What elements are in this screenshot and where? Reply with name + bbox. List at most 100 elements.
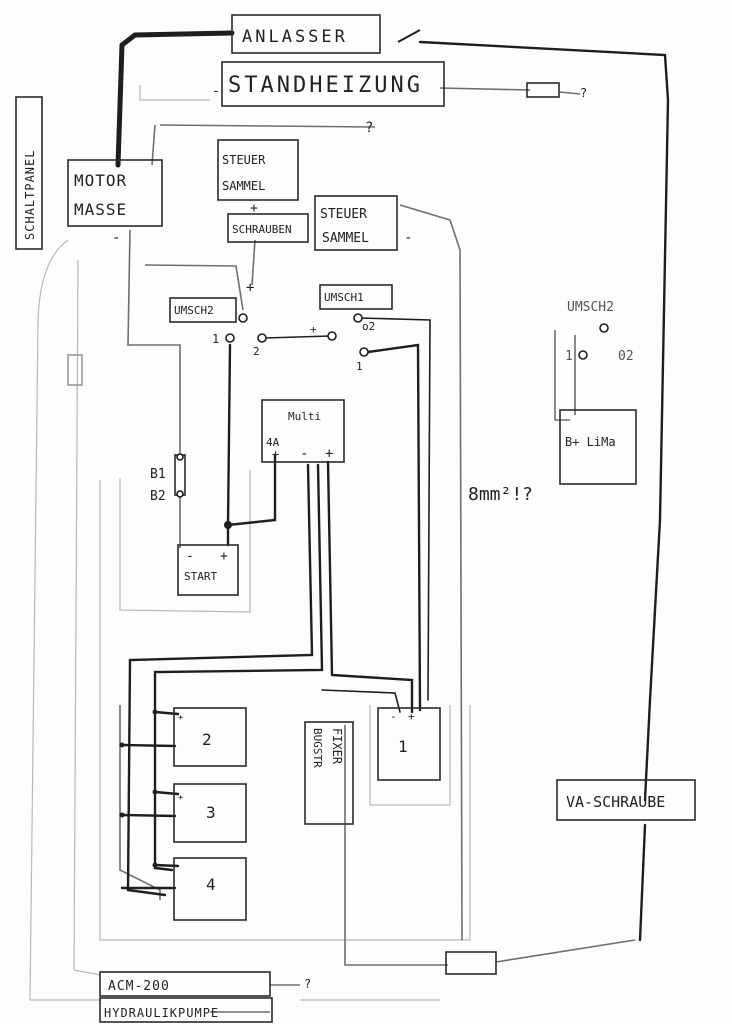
multi-4a-label: 4A [266, 436, 280, 449]
motor-label: MOTOR [74, 171, 127, 190]
b-lima-box [559, 409, 637, 485]
wire-fixer-to-fuse [344, 725, 448, 966]
wire-motor-masse-to-anlasser [115, 30, 235, 168]
plus-sign: + [178, 713, 184, 723]
umsch2-box [169, 297, 237, 323]
umsch2-contact-2-label: 2 [253, 345, 260, 358]
wire-right-frame-bottom [638, 823, 647, 942]
motor-masse-box [67, 159, 163, 227]
battery-1-label: 1 [398, 737, 408, 756]
wire-umsch1-to-battery-1 [366, 343, 422, 712]
anlasser-switch [397, 29, 421, 43]
hydraulik-label: HYDRAULIKPUMPE [104, 1006, 219, 1020]
plus-sign: + [408, 710, 415, 723]
wire-umsch1-upper [359, 317, 431, 701]
anlasser-box [231, 14, 381, 54]
plus-sign: + [246, 280, 254, 296]
faint-pencil-wires [29, 85, 471, 1001]
minus-sign: - [300, 446, 308, 462]
plus-sign: + [325, 446, 333, 462]
b2-label: B2 [150, 489, 166, 504]
wire-switch-bridge [264, 335, 331, 339]
wire-multi-to-battery-1 [326, 460, 414, 714]
wire-question-top [159, 124, 376, 128]
wire-umsch2-right-frame [554, 330, 570, 421]
faint-left-inner-wire [73, 259, 101, 976]
umsch2-contact-1-label: 1 [212, 332, 219, 346]
wire-multi-to-bank [126, 463, 314, 897]
start-label: START [184, 570, 217, 583]
anlasser-label: ANLASSER [242, 27, 348, 47]
wire-steuer-right-loop [399, 204, 463, 941]
minus-sign: - [212, 84, 220, 99]
wire-fixer-to-battery-1 [321, 689, 401, 713]
faint-start-battery-box [119, 470, 251, 613]
umsch2-label: UMSCH2 [174, 304, 214, 317]
faint-battery-1-box [369, 705, 451, 806]
wire-question-down [151, 124, 156, 166]
umsch2-right-common-contact [599, 323, 609, 333]
question-mark-fuse: ? [580, 86, 587, 100]
bottom-fuse [445, 951, 497, 975]
junction-dot [152, 862, 158, 868]
minus-sign: - [186, 549, 194, 564]
steuer-right-label: STEUER [320, 207, 367, 222]
b1-terminal [176, 453, 184, 461]
umsch2-common-contact [238, 313, 248, 323]
umsch1-box [319, 284, 393, 310]
va-schraube-box [556, 779, 696, 821]
plus-sign: + [178, 793, 184, 803]
battery-4-label: 4 [206, 875, 216, 894]
switch-contacts [176, 313, 609, 498]
umsch1-contact-1 [359, 347, 369, 357]
acm-label: ACM-200 [108, 979, 170, 994]
minus-sign: - [390, 710, 397, 723]
minus-sign: - [404, 230, 412, 246]
steuer-sammel-top-box [217, 139, 299, 201]
wire-fuse-to-frame [495, 939, 636, 963]
plus-sign: + [250, 201, 258, 216]
standheizung-label: STANDHEIZUNG [228, 73, 423, 98]
umsch2-right-02-label: 02 [618, 349, 634, 364]
bugstr-label: BUGSTR [311, 728, 324, 768]
battery-2-label: 2 [202, 730, 212, 749]
b1-label: B1 [150, 467, 166, 482]
umsch1-label: UMSCH1 [324, 291, 364, 304]
schrauben-box [227, 213, 309, 243]
wire-bank-tap-3-minus [120, 813, 177, 818]
bank-junction-dots [119, 709, 158, 868]
umsch1-contact-2-label: o2 [362, 320, 375, 333]
schrauben-label: SCHRAUBEN [232, 223, 292, 236]
battery-1-box [377, 707, 441, 781]
component-boxes [15, 14, 696, 1023]
fixer-bugstr-box [304, 721, 354, 825]
junction-dot [224, 521, 232, 529]
multi-box [261, 399, 345, 463]
hydraulik-box [99, 997, 273, 1023]
battery-4-box [173, 857, 247, 921]
umsch2-right-1-label: 1 [565, 349, 573, 364]
question-mark-top: ? [365, 120, 373, 136]
wire-standheizung-fuse [439, 87, 531, 91]
steuer-top-label: STEUER [222, 153, 266, 167]
b2-terminal [176, 490, 184, 498]
faint-house-bank-loop [99, 480, 471, 941]
umsch1-contact-1-label: 1 [356, 360, 363, 373]
umsch2-contact-1 [225, 333, 235, 343]
wire-right-frame-top [418, 40, 670, 802]
wire-bank-tap-2-minus [120, 743, 177, 748]
masse-label: MASSE [74, 200, 127, 219]
plus-sign: + [220, 549, 228, 564]
steuer-sammel-right-box [314, 195, 398, 251]
question-mark-acm: ? [304, 977, 311, 991]
multi-label: Multi [288, 410, 321, 423]
fixer-label: FIXER [330, 728, 344, 765]
wire-schrauben-to-umsch2 [144, 264, 244, 311]
umsch2-right-label: UMSCH2 [567, 300, 614, 315]
wire-motor-masse-to-b1 [127, 229, 181, 455]
junction-dot [152, 709, 158, 715]
faint-fuse-left [67, 354, 83, 386]
